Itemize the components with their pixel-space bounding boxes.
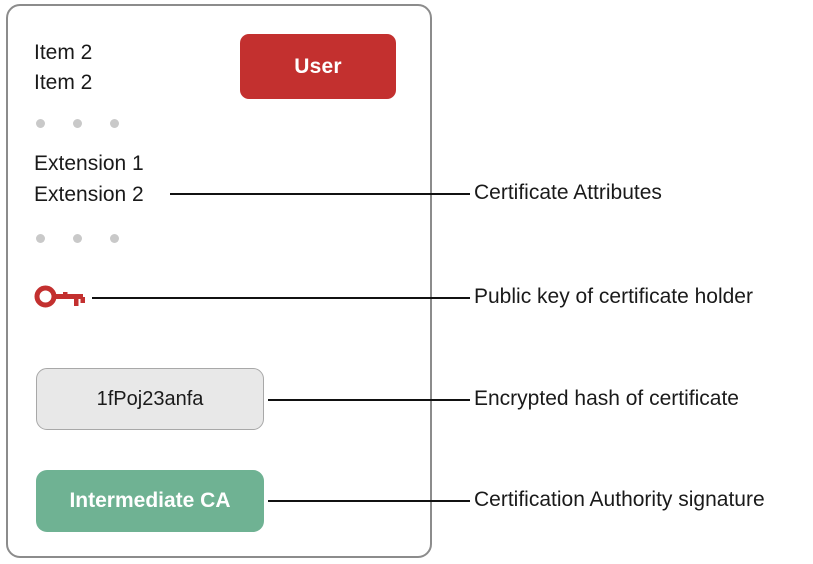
encrypted-hash-label: 1fPoj23anfa [96,387,204,410]
leader-line-ca-signature [268,500,470,502]
ellipsis-dot [110,119,119,128]
user-badge-label: User [294,54,342,78]
ellipsis-dots-row-1 [36,119,119,128]
ellipsis-dot [73,119,82,128]
ellipsis-dots-row-2 [36,234,119,243]
certificate-extension-1: Extension 1 [34,152,144,175]
certificate-extension-2: Extension 2 [34,183,144,206]
intermediate-ca-label: Intermediate CA [69,489,231,512]
leader-line-public-key [92,297,470,299]
callout-encrypted-hash: Encrypted hash of certificate [474,387,739,410]
callout-certificate-attributes: Certificate Attributes [474,181,662,204]
ellipsis-dot [36,119,45,128]
ellipsis-dot [110,234,119,243]
certificate-attribute-item-2: Item 2 [34,71,93,94]
intermediate-ca-box: Intermediate CA [36,470,264,532]
leader-line-encrypted-hash [268,399,470,401]
key-icon [33,283,89,311]
leader-line-certificate-attributes [170,193,470,195]
callout-ca-signature: Certification Authority signature [474,488,765,511]
ellipsis-dot [36,234,45,243]
encrypted-hash-box: 1fPoj23anfa [36,368,264,430]
ellipsis-dot [73,234,82,243]
certificate-attribute-item-1: Item 2 [34,41,93,64]
callout-public-key: Public key of certificate holder [474,285,753,308]
user-badge: User [240,34,396,99]
